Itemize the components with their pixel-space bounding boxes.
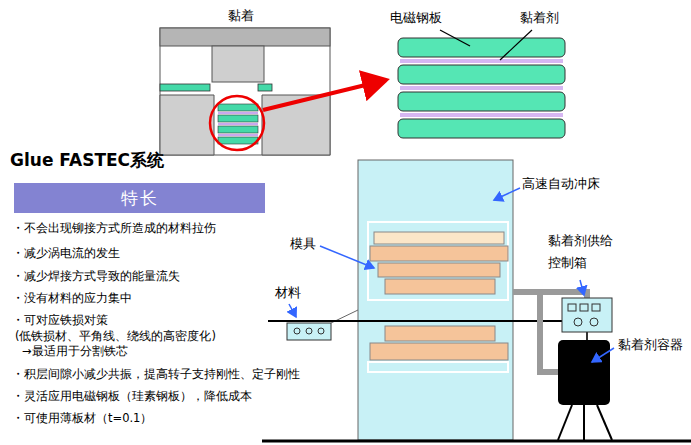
diagram-title: Glue FASTEC系统	[10, 150, 164, 170]
press-machine	[268, 160, 590, 440]
lamination-stack	[398, 30, 565, 138]
leader-arrows	[289, 188, 614, 362]
part-label: 材料	[275, 285, 301, 301]
feature-band: 特长	[14, 183, 265, 213]
feature-item: ・可使用薄板材（t=0.1）	[12, 412, 152, 426]
mold-section	[160, 28, 386, 155]
feature-item: ・减少焊接方式导致的能量流失	[12, 270, 180, 284]
feature-item: ・没有材料的应力集中	[12, 292, 132, 306]
part-label: 模具	[290, 236, 316, 252]
adhesive-supply	[513, 292, 612, 440]
part-label: 高速自动冲床	[522, 176, 600, 192]
feature-item: (低铁损材、平角线、绕线的高密度化)	[15, 330, 216, 344]
feature-item: ・减少涡电流的发生	[12, 247, 120, 261]
feature-item: →最适用于分割铁芯	[22, 345, 128, 359]
part-label: 黏着剂容器	[618, 337, 683, 353]
part-label: 黏着剂	[520, 10, 559, 26]
feature-item: ・灵活应用电磁钢板（珪素钢板），降低成本	[12, 390, 252, 404]
part-label: 黏着	[228, 8, 254, 24]
part-label: 黏着剂供给 控制箱	[548, 230, 617, 274]
ground-line	[262, 440, 691, 443]
feature-item: ・积层间隙小减少共振，提高转子支持刚性、定子刚性	[12, 368, 300, 382]
box-text: 特长	[121, 187, 159, 210]
part-label: 电磁钢板	[390, 10, 442, 26]
feature-item: ・不会出现铆接方式所造成的材料拉伤	[12, 222, 216, 236]
feature-item: ・可对应铁损对策	[12, 314, 108, 328]
